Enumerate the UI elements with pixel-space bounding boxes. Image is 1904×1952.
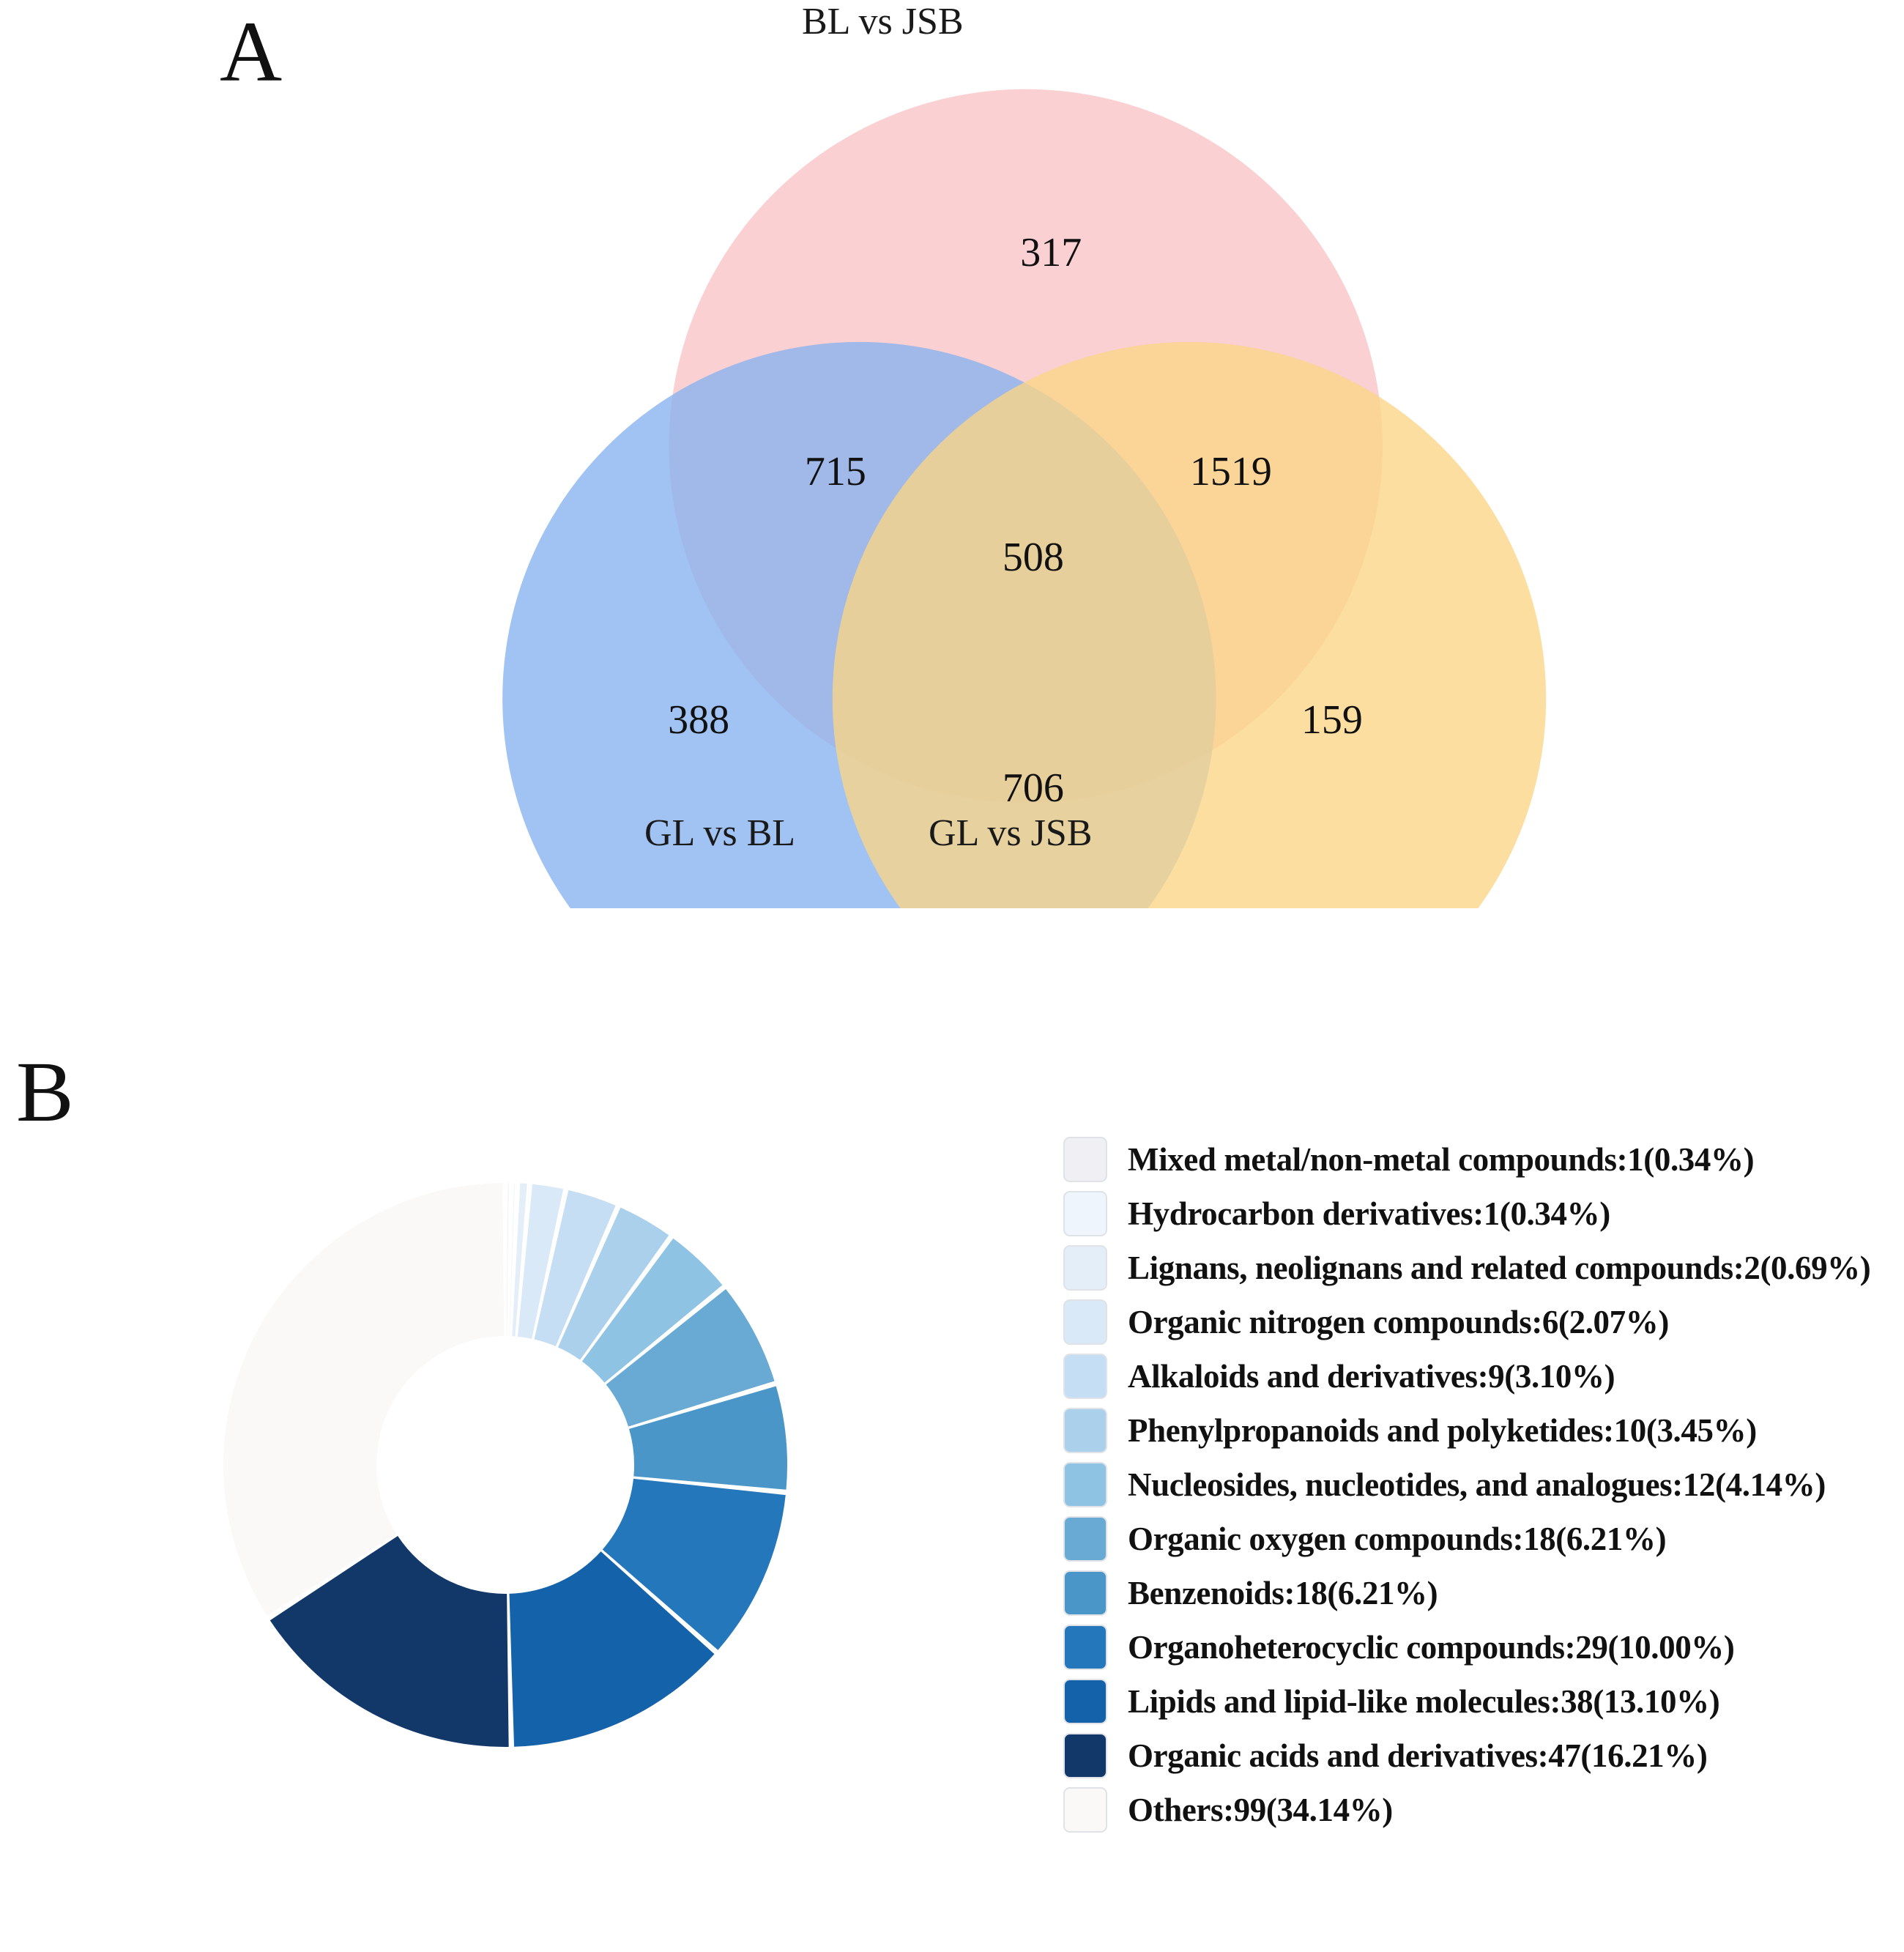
legend-swatch-icon bbox=[1063, 1191, 1107, 1236]
legend-label: Organic nitrogen compounds:6(2.07%) bbox=[1128, 1304, 1669, 1340]
venn-diagram-svg bbox=[502, 89, 1547, 908]
donut-legend: Mixed metal/non-metal compounds:1(0.34%)… bbox=[1063, 1132, 1898, 1837]
donut-slice-4 bbox=[534, 1190, 616, 1347]
legend-swatch-icon bbox=[1063, 1462, 1107, 1507]
donut-chart bbox=[132, 1047, 937, 1948]
venn-set-label-top: BL vs JSB bbox=[802, 1, 964, 42]
donut-slice-10 bbox=[509, 1551, 715, 1747]
venn-count-glbl-and-gljsb: 706 bbox=[1002, 765, 1064, 811]
legend-swatch-icon bbox=[1063, 1408, 1107, 1453]
legend-row[interactable]: Organic acids and derivatives:47(16.21%) bbox=[1063, 1729, 1898, 1783]
legend-row[interactable]: Nucleosides, nucleotides, and analogues:… bbox=[1063, 1458, 1898, 1512]
venn-count-bljsb-and-gljsb: 1519 bbox=[1189, 448, 1272, 494]
donut-slice-3 bbox=[517, 1184, 564, 1339]
donut-slice-6 bbox=[581, 1238, 723, 1383]
venn-count-gl-bl-only: 388 bbox=[668, 697, 730, 743]
donut-slice-1 bbox=[509, 1183, 515, 1337]
legend-label: Hydrocarbon derivatives:1(0.34%) bbox=[1128, 1195, 1610, 1232]
legend-swatch-icon bbox=[1063, 1299, 1107, 1345]
legend-row[interactable]: Mixed metal/non-metal compounds:1(0.34%) bbox=[1063, 1132, 1898, 1187]
venn-count-gl-jsb-only: 159 bbox=[1301, 697, 1363, 743]
legend-row[interactable]: Lignans, neolignans and related compound… bbox=[1063, 1241, 1898, 1295]
legend-swatch-icon bbox=[1063, 1245, 1107, 1291]
legend-swatch-icon bbox=[1063, 1137, 1107, 1182]
legend-row[interactable]: Benzenoids:18(6.21%) bbox=[1063, 1566, 1898, 1620]
legend-row[interactable]: Others:99(34.14%) bbox=[1063, 1783, 1898, 1837]
donut-slice-2 bbox=[512, 1183, 527, 1337]
venn-count-bljsb-and-glbl: 715 bbox=[804, 448, 866, 494]
legend-label: Benzenoids:18(6.21%) bbox=[1128, 1575, 1438, 1611]
legend-row[interactable]: Phenylpropanoids and polyketides:10(3.45… bbox=[1063, 1403, 1898, 1458]
legend-swatch-icon bbox=[1063, 1516, 1107, 1562]
panel-a-venn: A BL vs JSB GL vs BL GL vs JSB 317 715 151… bbox=[0, 0, 1904, 908]
legend-label: Organic acids and derivatives:47(16.21%) bbox=[1128, 1737, 1708, 1774]
panel-b-label: B bbox=[16, 1044, 74, 1140]
legend-label: Nucleosides, nucleotides, and analogues:… bbox=[1128, 1466, 1826, 1503]
venn-set-label-bottom-left: GL vs BL bbox=[644, 812, 796, 854]
legend-swatch-icon bbox=[1063, 1570, 1107, 1616]
donut-slice-12 bbox=[223, 1183, 505, 1616]
legend-row[interactable]: Organoheterocyclic compounds:29(10.00%) bbox=[1063, 1620, 1898, 1674]
legend-row[interactable]: Organic nitrogen compounds:6(2.07%) bbox=[1063, 1295, 1898, 1349]
legend-row[interactable]: Alkaloids and derivatives:9(3.10%) bbox=[1063, 1349, 1898, 1403]
legend-label: Organoheterocyclic compounds:29(10.00%) bbox=[1128, 1629, 1735, 1666]
legend-swatch-icon bbox=[1063, 1787, 1107, 1833]
venn-count-bl-jsb-only: 317 bbox=[1020, 230, 1082, 276]
legend-label: Phenylpropanoids and polyketides:10(3.45… bbox=[1128, 1412, 1757, 1449]
venn-set-label-bottom-right: GL vs JSB bbox=[929, 812, 1093, 854]
donut-slice-9 bbox=[602, 1478, 786, 1650]
legend-swatch-icon bbox=[1063, 1354, 1107, 1399]
donut-slice-8 bbox=[629, 1386, 787, 1490]
legend-label: Lipids and lipid-like molecules:38(13.10… bbox=[1128, 1683, 1720, 1720]
venn-count-all-three: 508 bbox=[1002, 535, 1064, 581]
legend-label: Alkaloids and derivatives:9(3.10%) bbox=[1128, 1358, 1615, 1395]
panel-a-label: A bbox=[220, 4, 283, 100]
donut-chart-svg bbox=[223, 1183, 787, 1747]
venn-circle-2 bbox=[832, 342, 1547, 908]
donut-slice-11 bbox=[269, 1536, 509, 1747]
legend-label: Others:99(34.14%) bbox=[1128, 1792, 1393, 1828]
donut-slice-0 bbox=[506, 1183, 509, 1337]
legend-swatch-icon bbox=[1063, 1625, 1107, 1670]
donut-slice-5 bbox=[557, 1207, 669, 1360]
donut-slice-7 bbox=[606, 1289, 775, 1427]
legend-row[interactable]: Hydrocarbon derivatives:1(0.34%) bbox=[1063, 1187, 1898, 1241]
legend-row[interactable]: Lipids and lipid-like molecules:38(13.10… bbox=[1063, 1674, 1898, 1729]
legend-label: Mixed metal/non-metal compounds:1(0.34%) bbox=[1128, 1141, 1755, 1178]
legend-row[interactable]: Organic oxygen compounds:18(6.21%) bbox=[1063, 1512, 1898, 1566]
legend-label: Lignans, neolignans and related compound… bbox=[1128, 1250, 1871, 1286]
legend-label: Organic oxygen compounds:18(6.21%) bbox=[1128, 1521, 1667, 1557]
legend-swatch-icon bbox=[1063, 1679, 1107, 1724]
legend-swatch-icon bbox=[1063, 1733, 1107, 1778]
